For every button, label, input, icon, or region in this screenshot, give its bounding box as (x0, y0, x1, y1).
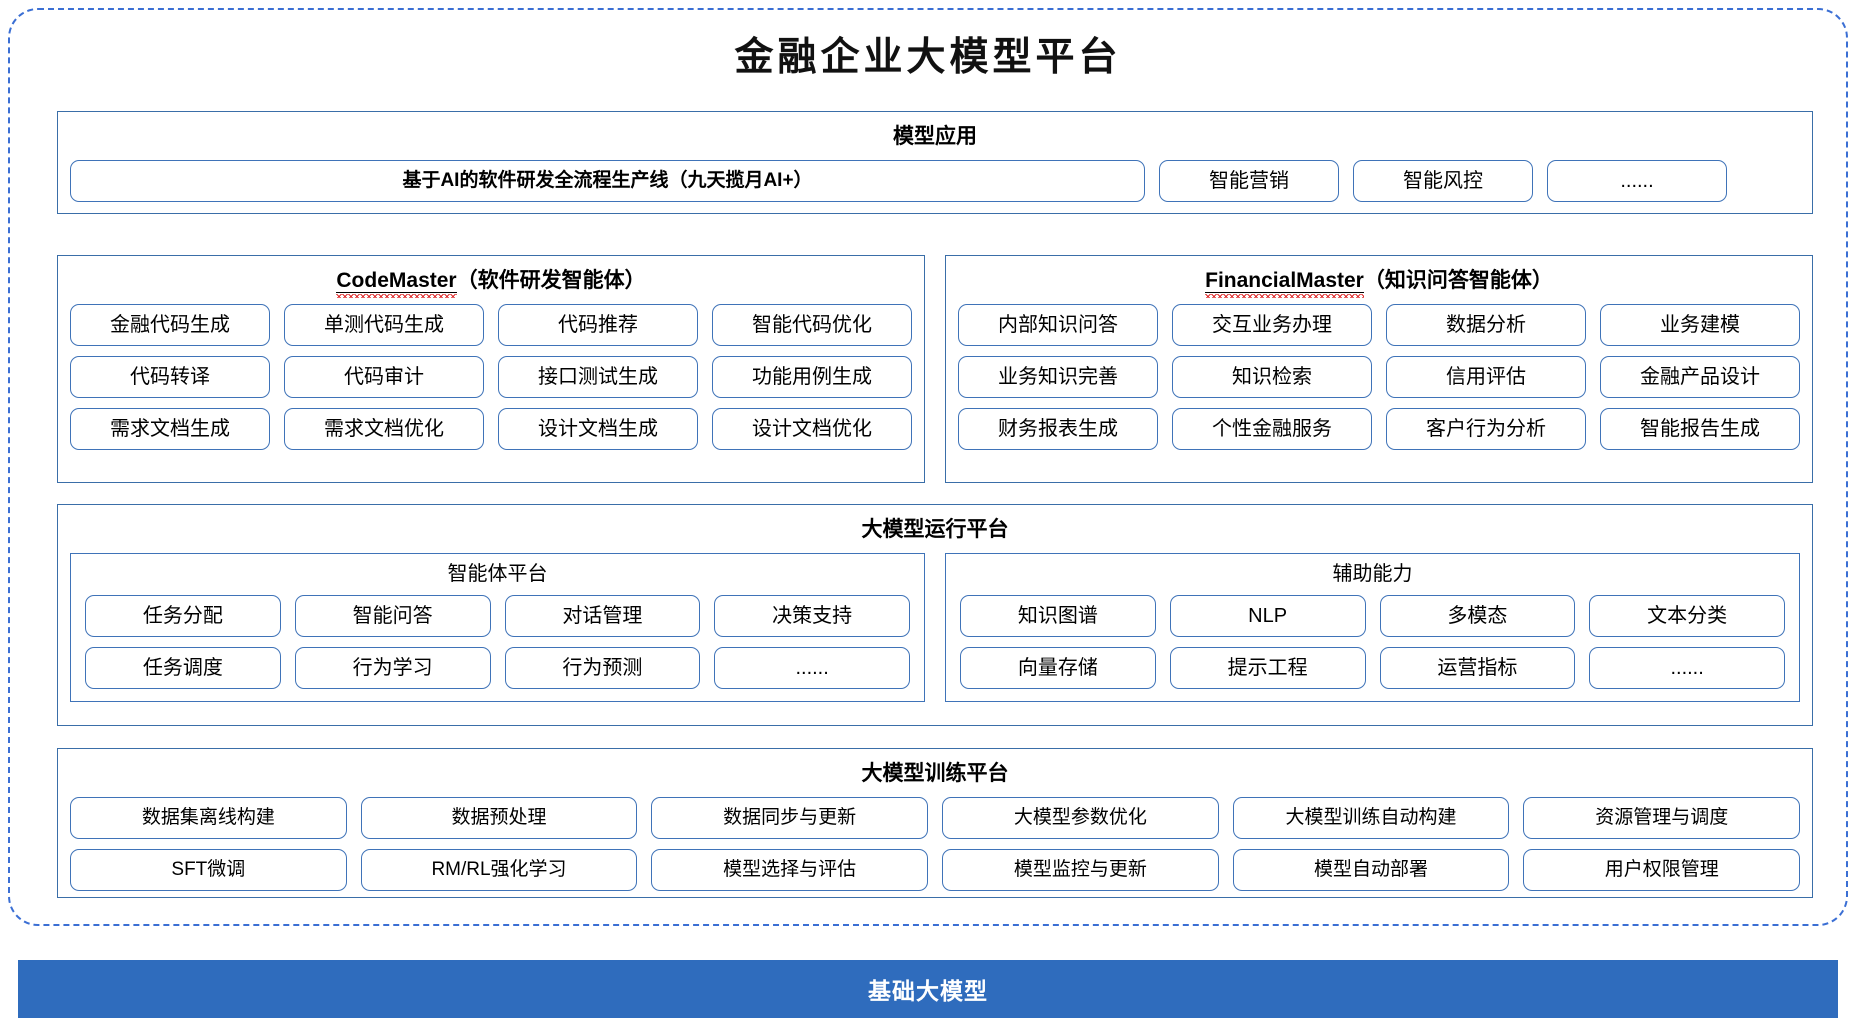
financialmaster-chip-0-0[interactable]: 内部知识问答 (958, 304, 1158, 347)
codemaster-subtitle: （软件研发智能体） (456, 269, 646, 292)
codemaster-chip-0-1[interactable]: 单测代码生成 (284, 304, 484, 347)
panel-title-model-runtime-platform: 大模型运行平台 (861, 518, 1009, 541)
auxiliary-row-2: 向量存储 提示工程 运营指标 ...... (960, 647, 1785, 690)
codemaster-chip-0-3[interactable]: 智能代码优化 (712, 304, 912, 347)
financialmaster-chip-2-0[interactable]: 财务报表生成 (958, 408, 1158, 451)
codemaster-chip-2-3[interactable]: 设计文档优化 (712, 408, 912, 451)
financialmaster-chip-0-3[interactable]: 业务建模 (1600, 304, 1800, 347)
financialmaster-subtitle: （知识问答智能体） (1363, 269, 1553, 292)
training-chip-1-1[interactable]: RM/RL强化学习 (360, 849, 638, 892)
training-chip-0-2[interactable]: 数据同步与更新 (651, 797, 929, 840)
auxiliary-chip-0-2[interactable]: 多模态 (1379, 595, 1576, 638)
financialmaster-row-1: 内部知识问答 交互业务办理 数据分析 业务建模 (958, 304, 1800, 347)
codemaster-chip-2-0[interactable]: 需求文档生成 (70, 408, 270, 451)
agent-platform-chip-1-3[interactable]: ...... (714, 647, 910, 690)
codemaster-chip-1-0[interactable]: 代码转译 (70, 356, 270, 399)
agent-platform-chip-0-1[interactable]: 智能问答 (294, 595, 491, 638)
subpanel-agent-platform: 智能体平台 任务分配 智能问答 对话管理 决策支持 任务调度 行为学习 行为预测… (70, 553, 925, 703)
panel-model-training-platform: 大模型训练平台 数据集离线构建 数据预处理 数据同步与更新 大模型参数优化 大模… (57, 748, 1813, 898)
auxiliary-row-1: 知识图谱 NLP 多模态 文本分类 (960, 595, 1785, 638)
subpanel-auxiliary-capabilities: 辅助能力 知识图谱 NLP 多模态 文本分类 向量存储 提示工程 运营指标 ..… (945, 553, 1800, 703)
codemaster-chip-2-2[interactable]: 设计文档生成 (498, 408, 698, 451)
codemaster-chip-1-2[interactable]: 接口测试生成 (498, 356, 698, 399)
auxiliary-chip-1-2[interactable]: 运营指标 (1379, 647, 1576, 690)
auxiliary-chip-0-3[interactable]: 文本分类 (1589, 595, 1785, 638)
panel-codemaster: CodeMaster（软件研发智能体） 金融代码生成 单测代码生成 代码推荐 智… (57, 255, 925, 483)
app-chip-ai-rd-pipeline[interactable]: 基于AI的软件研发全流程生产线（九天揽月AI+） (70, 160, 1145, 203)
panel-model-applications: 模型应用 基于AI的软件研发全流程生产线（九天揽月AI+） 智能营销 智能风控 … (57, 111, 1813, 214)
panel-title-model-training-platform: 大模型训练平台 (861, 762, 1009, 785)
agents-section: CodeMaster（软件研发智能体） 金融代码生成 单测代码生成 代码推荐 智… (57, 255, 1813, 483)
subpanel-title-auxiliary-capabilities: 辅助能力 (1332, 563, 1413, 586)
agent-platform-chip-0-2[interactable]: 对话管理 (504, 595, 701, 638)
platform-outer-frame: 金融企业大模型平台 模型应用 基于AI的软件研发全流程生产线（九天揽月AI+） … (8, 8, 1848, 926)
app-chip-smart-marketing[interactable]: 智能营销 (1159, 160, 1339, 203)
subpanel-title-agent-platform: 智能体平台 (447, 563, 548, 586)
auxiliary-chip-1-0[interactable]: 向量存储 (960, 647, 1156, 690)
auxiliary-chip-0-0[interactable]: 知识图谱 (960, 595, 1156, 638)
financialmaster-name-misspelled: FinancialMaster (1205, 268, 1364, 299)
training-chip-1-3[interactable]: 模型监控与更新 (942, 849, 1219, 892)
base-model-bar: 基础大模型 (18, 960, 1838, 1018)
training-row-1: 数据集离线构建 数据预处理 数据同步与更新 大模型参数优化 大模型训练自动构建 … (70, 797, 1801, 840)
financialmaster-chip-0-1[interactable]: 交互业务办理 (1172, 304, 1372, 347)
financialmaster-row-3: 财务报表生成 个性金融服务 客户行为分析 智能报告生成 (958, 408, 1800, 451)
agent-platform-chip-0-0[interactable]: 任务分配 (85, 595, 281, 638)
codemaster-row-3: 需求文档生成 需求文档优化 设计文档生成 设计文档优化 (70, 408, 912, 451)
financialmaster-chip-0-2[interactable]: 数据分析 (1386, 304, 1586, 347)
auxiliary-chip-1-1[interactable]: 提示工程 (1169, 647, 1366, 690)
codemaster-chip-2-1[interactable]: 需求文档优化 (284, 408, 484, 451)
codemaster-row-1: 金融代码生成 单测代码生成 代码推荐 智能代码优化 (70, 304, 912, 347)
codemaster-chip-0-0[interactable]: 金融代码生成 (70, 304, 270, 347)
codemaster-chip-1-3[interactable]: 功能用例生成 (712, 356, 912, 399)
training-chip-1-2[interactable]: 模型选择与评估 (651, 849, 929, 892)
panel-title-model-applications: 模型应用 (893, 125, 977, 148)
runtime-subpanels: 智能体平台 任务分配 智能问答 对话管理 决策支持 任务调度 行为学习 行为预测… (70, 553, 1800, 703)
app-chip-smart-risk-control[interactable]: 智能风控 (1353, 160, 1533, 203)
codemaster-row-2: 代码转译 代码审计 接口测试生成 功能用例生成 (70, 356, 912, 399)
agent-platform-chip-1-1[interactable]: 行为学习 (294, 647, 491, 690)
financialmaster-chip-2-3[interactable]: 智能报告生成 (1600, 408, 1800, 451)
training-chip-0-4[interactable]: 大模型训练自动构建 (1232, 797, 1510, 840)
model-applications-row: 基于AI的软件研发全流程生产线（九天揽月AI+） 智能营销 智能风控 .....… (70, 160, 1800, 203)
agent-platform-chip-0-3[interactable]: 决策支持 (714, 595, 910, 638)
financialmaster-chip-1-2[interactable]: 信用评估 (1386, 356, 1586, 399)
panel-model-runtime-platform: 大模型运行平台 智能体平台 任务分配 智能问答 对话管理 决策支持 任务调度 行… (57, 504, 1813, 726)
auxiliary-chip-1-3[interactable]: ...... (1589, 647, 1785, 690)
panel-title-codemaster: CodeMaster（软件研发智能体） (70, 268, 912, 299)
training-chip-1-4[interactable]: 模型自动部署 (1232, 849, 1510, 892)
agent-platform-row-1: 任务分配 智能问答 对话管理 决策支持 (85, 595, 910, 638)
training-chip-0-0[interactable]: 数据集离线构建 (70, 797, 347, 840)
financialmaster-chip-1-0[interactable]: 业务知识完善 (958, 356, 1158, 399)
agent-platform-row-2: 任务调度 行为学习 行为预测 ...... (85, 647, 910, 690)
training-chip-0-1[interactable]: 数据预处理 (360, 797, 638, 840)
codemaster-chip-1-1[interactable]: 代码审计 (284, 356, 484, 399)
codemaster-name-misspelled: CodeMaster (336, 268, 457, 299)
page-title: 金融企业大模型平台 (734, 36, 1122, 79)
financialmaster-chip-2-2[interactable]: 客户行为分析 (1386, 408, 1586, 451)
auxiliary-chip-0-1[interactable]: NLP (1169, 595, 1366, 638)
financialmaster-chip-1-1[interactable]: 知识检索 (1172, 356, 1372, 399)
financialmaster-chip-2-1[interactable]: 个性金融服务 (1172, 408, 1372, 451)
financialmaster-row-2: 业务知识完善 知识检索 信用评估 金融产品设计 (958, 356, 1800, 399)
base-model-label: 基础大模型 (868, 978, 988, 1004)
agent-platform-chip-1-2[interactable]: 行为预测 (504, 647, 701, 690)
training-chip-1-0[interactable]: SFT微调 (70, 849, 347, 892)
agent-platform-chip-1-0[interactable]: 任务调度 (85, 647, 281, 690)
financialmaster-chip-1-3[interactable]: 金融产品设计 (1600, 356, 1800, 399)
training-chip-0-5[interactable]: 资源管理与调度 (1523, 797, 1801, 840)
training-row-2: SFT微调 RM/RL强化学习 模型选择与评估 模型监控与更新 模型自动部署 用… (70, 849, 1801, 892)
training-chip-0-3[interactable]: 大模型参数优化 (942, 797, 1219, 840)
panel-title-financialmaster: FinancialMaster（知识问答智能体） (958, 268, 1800, 299)
panel-financialmaster: FinancialMaster（知识问答智能体） 内部知识问答 交互业务办理 数… (945, 255, 1813, 483)
app-chip-more[interactable]: ...... (1547, 160, 1727, 203)
codemaster-chip-0-2[interactable]: 代码推荐 (498, 304, 698, 347)
training-chip-1-5[interactable]: 用户权限管理 (1523, 849, 1801, 892)
